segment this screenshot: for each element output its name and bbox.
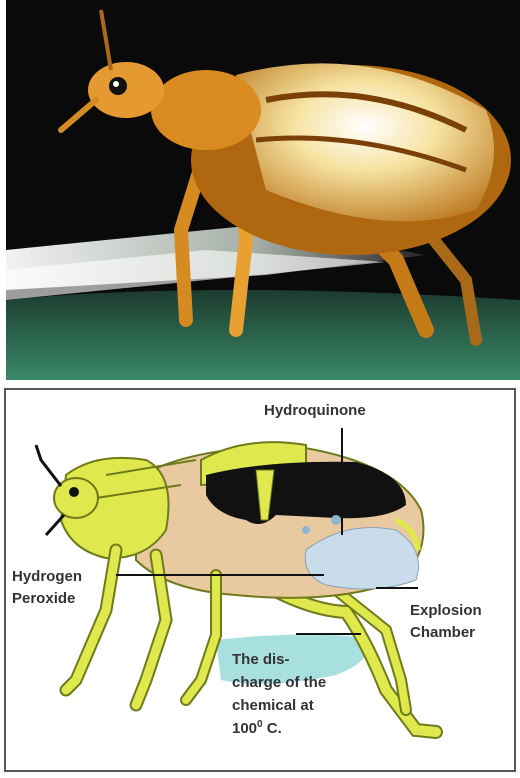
discharge-temp-unit: C. [263, 720, 282, 737]
discharge-label-line2: charge of the [232, 671, 382, 694]
photo-beetle-thorax [151, 70, 261, 150]
explosion-chamber-label-line1: Explosion [410, 600, 482, 622]
discharge-label-line1: The dis- [232, 648, 382, 671]
hydroquinone-label: Hydroquinone [264, 400, 366, 422]
discharge-temperature: 1000 C. [232, 717, 382, 740]
discharge-temp-value: 100 [232, 720, 257, 737]
discharge-label: The dis- charge of the chemical at 1000 … [232, 648, 382, 740]
discharge-label-line3: chemical at [232, 694, 382, 717]
photo-ground [6, 290, 520, 380]
hydrogen-peroxide-label-line1: Hydrogen [12, 566, 82, 588]
beetle-photo-art [6, 0, 520, 380]
hydrogen-peroxide-label-line2: Peroxide [12, 588, 75, 610]
beetle-diagram: Hydroquinone Hydrogen Peroxide Explosion… [4, 388, 516, 772]
hydroquinone-gland [206, 462, 406, 524]
beetle-photo [6, 0, 520, 380]
explosion-chamber-label-line2: Chamber [410, 622, 475, 644]
beetle-eye [69, 487, 79, 497]
